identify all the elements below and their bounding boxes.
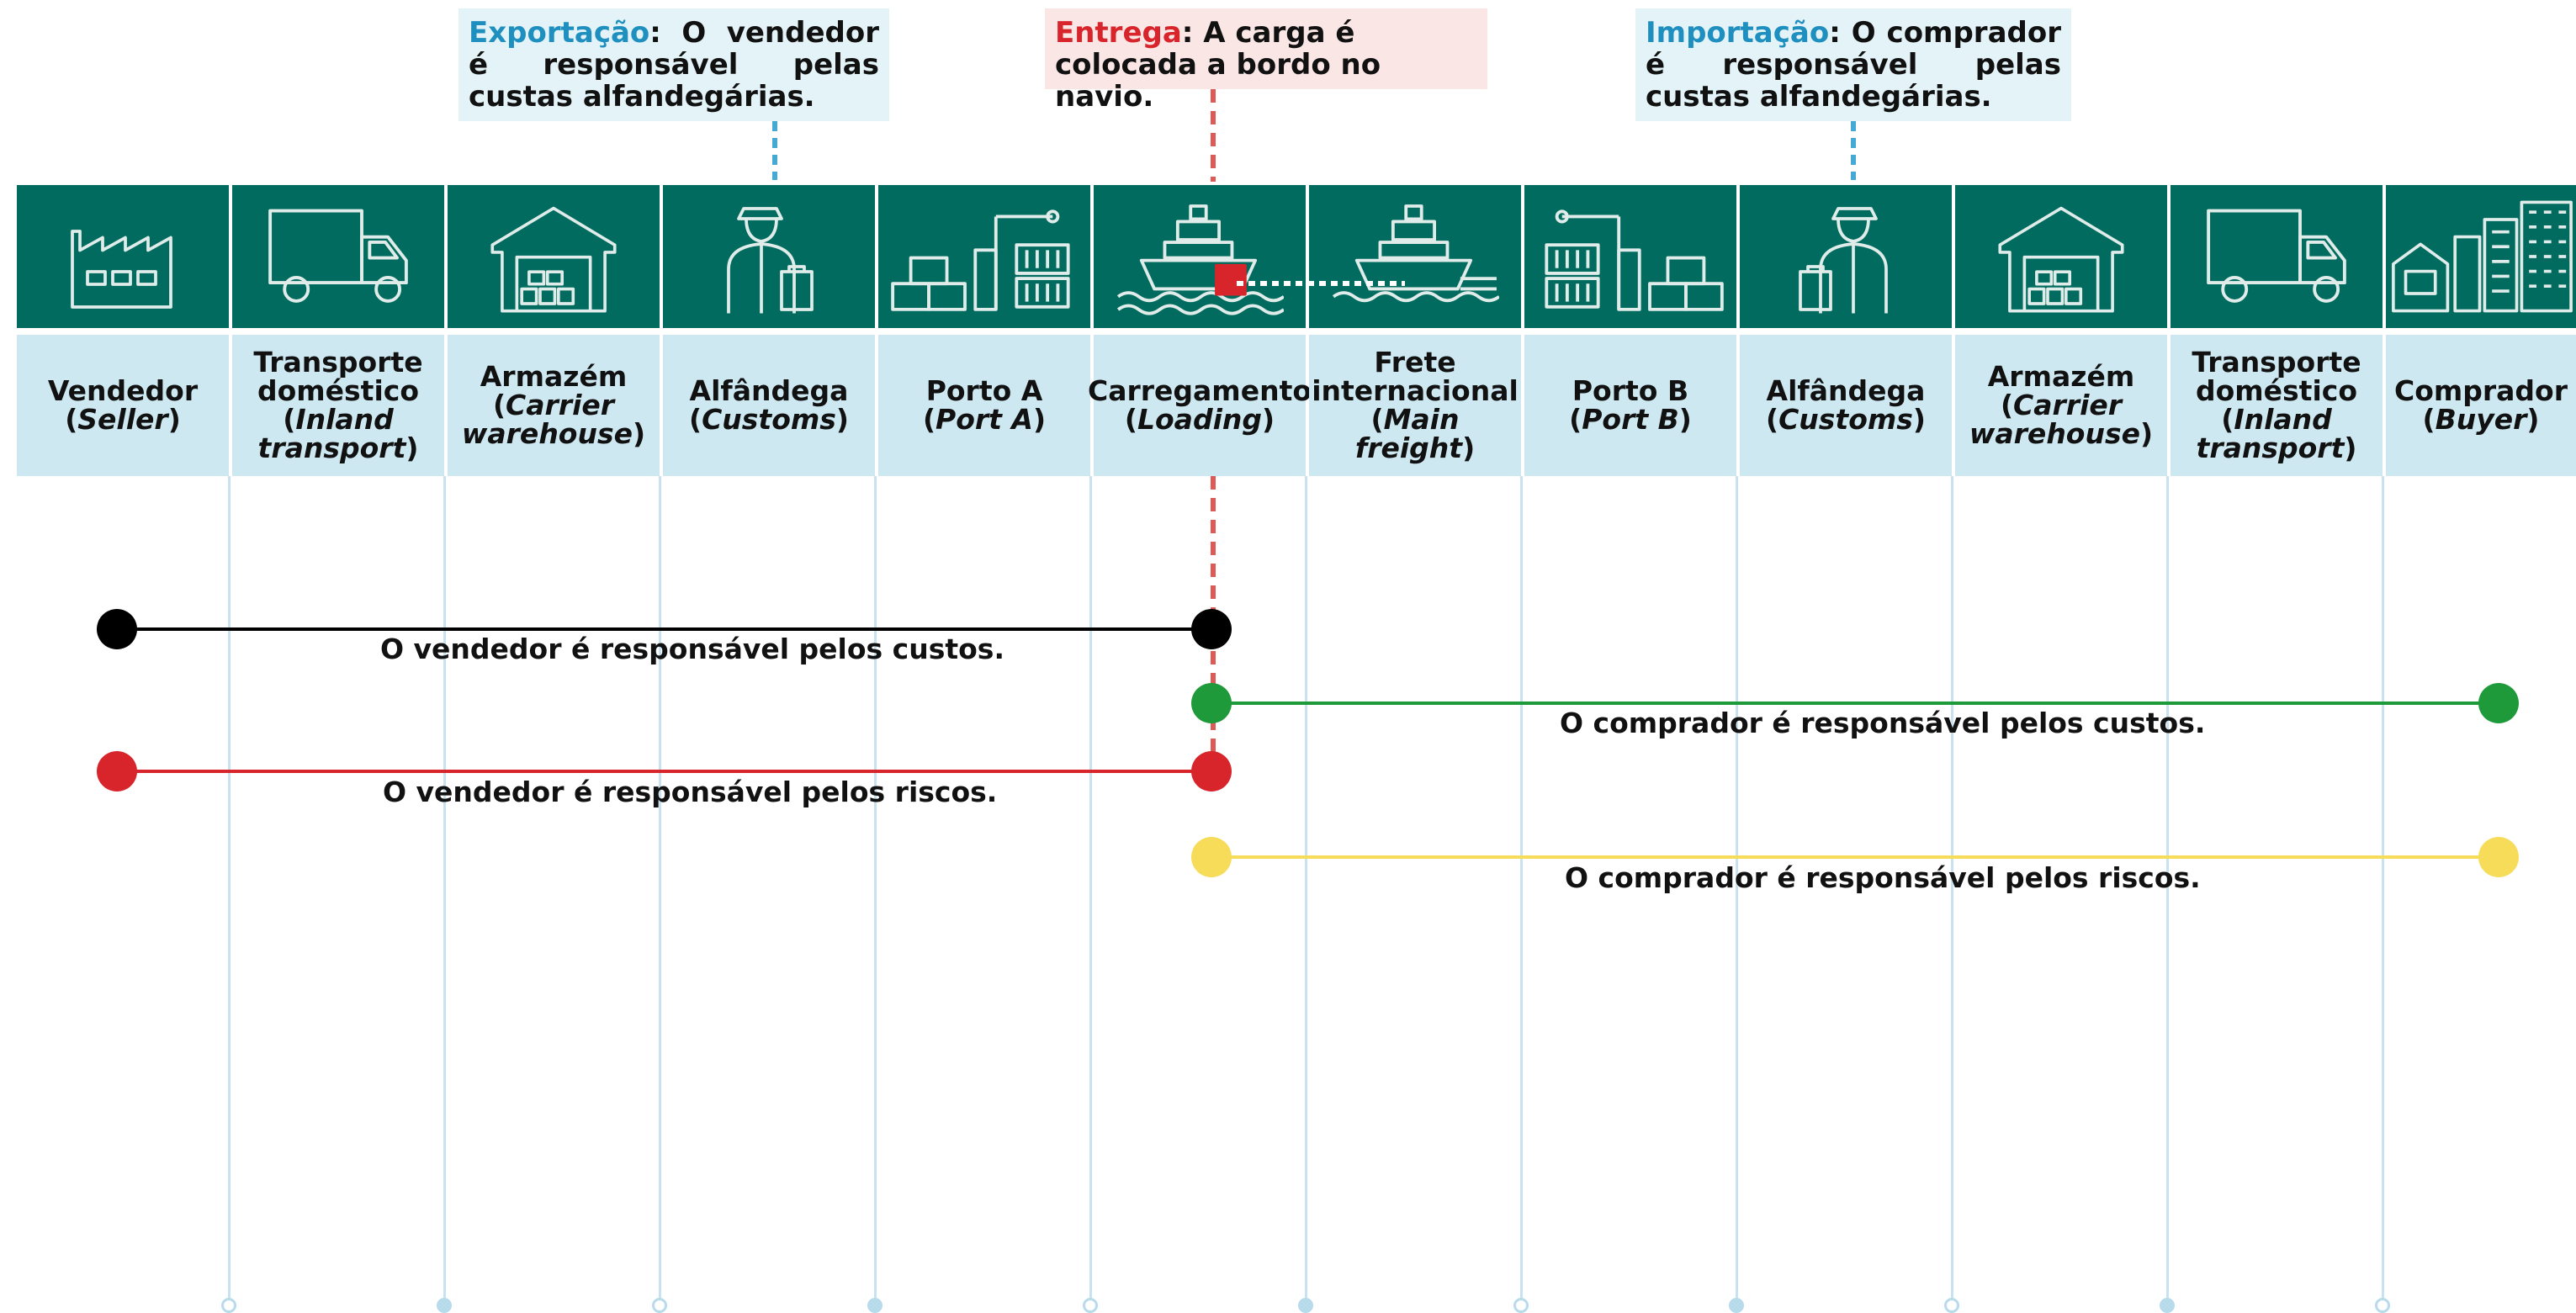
ship-icon [1332, 204, 1499, 303]
seller-costs-end-dot [1191, 609, 1232, 649]
import-connector [1851, 121, 1856, 180]
stage-icon-cell-freight [1309, 185, 1521, 328]
grid-line [1951, 476, 1953, 1305]
grid-line [1736, 476, 1738, 1305]
buyer-costs-end-dot [2478, 683, 2519, 723]
freight-dotted-line [1237, 281, 1405, 286]
delivery-callout-key: Entrega [1055, 16, 1182, 50]
stage-icon-cell-seller [17, 185, 229, 328]
stage-icon-cell-port-a [878, 185, 1090, 328]
customs-officer-icon [727, 207, 814, 314]
warehouse-icon [1998, 206, 2124, 313]
grid-line-end [1729, 1298, 1744, 1313]
seller-risks-start-dot [97, 751, 137, 792]
stage-label-freight: Frete internacional(Main freight) [1309, 335, 1521, 476]
truck-icon [2207, 209, 2346, 303]
buyer-risks-start-dot [1191, 837, 1232, 877]
grid-line [2382, 476, 2384, 1305]
grid-line-end [2375, 1298, 2390, 1313]
stage-label-inland-1: Transporte doméstico(Inland transport) [232, 335, 444, 476]
delivery-callout: Entrega: A carga é colocada a bordo no n… [1045, 8, 1487, 113]
truck-icon [268, 209, 408, 303]
seller-risks-end-dot [1191, 751, 1232, 792]
stage-icon-cell-loading [1094, 185, 1306, 328]
stage-label-port-a: Porto A(Port A) [878, 335, 1090, 476]
grid-line-end [2160, 1298, 2175, 1313]
ship-loading-icon [1116, 204, 1284, 315]
delivery-connector-top [1211, 89, 1216, 182]
seller-costs-line [116, 627, 1211, 631]
seller-risks-label: O vendedor é responsável pelos riscos. [383, 776, 998, 808]
export-callout-text: : O vendedor é responsável pelas custas … [469, 16, 879, 114]
grid-line [659, 476, 661, 1305]
buyer-costs-start-dot [1191, 683, 1232, 723]
grid-line [228, 476, 231, 1305]
port-icon [891, 209, 1070, 311]
buyer-risks-line [1211, 855, 2499, 859]
grid-line [2166, 476, 2169, 1305]
grid-line-end [1298, 1298, 1313, 1313]
stage-label-loading: Carregamento(Loading) [1088, 335, 1312, 476]
stage-label-seller: Vendedor(Seller) [17, 335, 229, 476]
seller-costs-label: O vendedor é responsável pelos custos. [380, 633, 1004, 665]
buyer-risks-label: O comprador é responsável pelos riscos. [1565, 861, 2201, 894]
grid-line-end [221, 1298, 236, 1313]
grid-line-end [437, 1298, 452, 1313]
grid-line [443, 476, 446, 1305]
stage-label-warehouse-2: Armazém(Carrier warehouse) [1955, 335, 2167, 476]
grid-line [1089, 476, 1092, 1305]
grid-line-end [1513, 1298, 1529, 1313]
stage-label-port-b: Porto B(Port B) [1524, 335, 1736, 476]
grid-line-end [652, 1298, 667, 1313]
grid-line [1520, 476, 1523, 1305]
stage-icon-cell-port-b [1524, 185, 1736, 328]
delivery-callout-text: : A carga é colocada a bordo no navio. [1055, 16, 1381, 114]
stage-icon-cell-customs-2 [1740, 185, 1952, 328]
customs-officer-icon [1799, 207, 1888, 314]
import-callout: Importação: O comprador é responsável pe… [1635, 8, 2071, 121]
stage-icon-cell-warehouse-1 [448, 185, 660, 328]
buyer-costs-line [1211, 702, 2499, 705]
import-callout-text: : O comprador é responsável pelas custas… [1646, 16, 2061, 114]
stage-icon-cell-inland-2 [2171, 185, 2383, 328]
buyer-costs-label: O comprador é responsável pelos custos. [1560, 707, 2206, 739]
stage-icon-cell-inland-1 [232, 185, 444, 328]
port-icon [1545, 209, 1724, 311]
seller-risks-line [116, 770, 1211, 773]
factory-icon [71, 230, 172, 309]
grid-line-end [1083, 1298, 1098, 1313]
stage-label-inland-2: Transporte doméstico(Inland transport) [2171, 335, 2383, 476]
buyer-risks-end-dot [2478, 837, 2519, 877]
stage-label-warehouse-1: Armazém(Carrier warehouse) [448, 335, 660, 476]
seller-costs-start-dot [97, 609, 137, 649]
export-callout-key: Exportação [469, 16, 650, 50]
stage-label-customs-1: Alfândega(Customs) [663, 335, 875, 476]
stage-label-buyer: Comprador(Buyer) [2386, 335, 2576, 476]
stage-icon-cell-customs-1 [663, 185, 875, 328]
city-buildings-icon [2392, 200, 2573, 313]
stage-label-customs-2: Alfândega(Customs) [1740, 335, 1952, 476]
stage-icon-cell-buyer [2386, 185, 2576, 328]
import-callout-key: Importação [1646, 16, 1830, 50]
grid-line [874, 476, 877, 1305]
warehouse-icon [490, 206, 617, 313]
grid-line-end [1944, 1298, 1959, 1313]
grid-line-end [867, 1298, 883, 1313]
stage-icon-cell-warehouse-2 [1955, 185, 2167, 328]
export-connector [772, 121, 777, 180]
export-callout: Exportação: O vendedor é responsável pel… [458, 8, 889, 121]
grid-line [1305, 476, 1307, 1305]
